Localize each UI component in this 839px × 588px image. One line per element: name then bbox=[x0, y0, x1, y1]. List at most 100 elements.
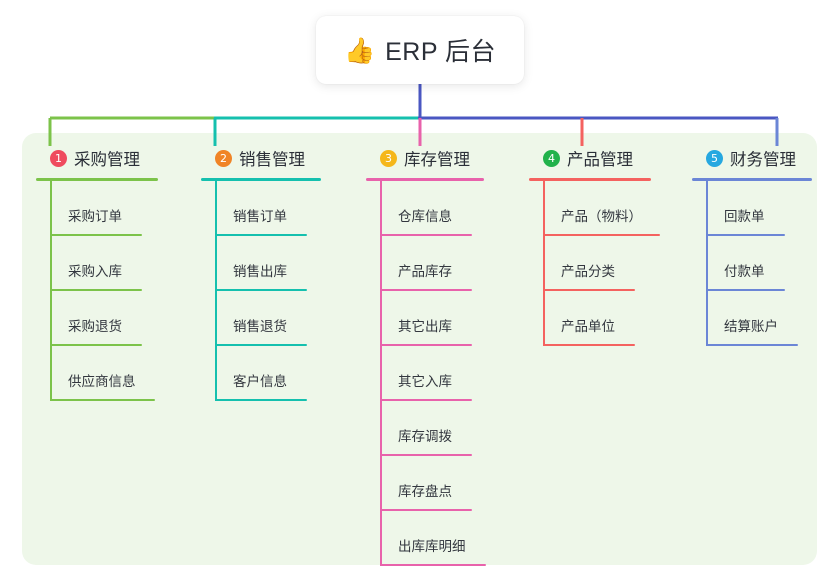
leaf-node-label: 库存调拨 bbox=[398, 429, 452, 444]
leaf-node-rule bbox=[50, 234, 142, 236]
leaf-node[interactable]: 产品分类 bbox=[529, 236, 689, 291]
leaf-node-label: 回款单 bbox=[724, 209, 765, 224]
leaf-node[interactable]: 销售退货 bbox=[201, 291, 351, 346]
branch-title: 库存管理 bbox=[404, 151, 470, 169]
leaf-node-rule bbox=[50, 289, 142, 291]
branch-header-1[interactable]: 1 采购管理 bbox=[36, 146, 186, 170]
leaf-node-rule bbox=[380, 509, 472, 511]
leaf-node-label: 产品分类 bbox=[561, 264, 615, 279]
leaf-node[interactable]: 其它入库 bbox=[366, 346, 526, 401]
leaf-node-rule bbox=[380, 344, 472, 346]
leaf-node[interactable]: 库存盘点 bbox=[366, 456, 526, 511]
leaf-node-rule bbox=[380, 289, 472, 291]
leaf-node-label: 其它入库 bbox=[398, 374, 452, 389]
leaf-node-rule bbox=[380, 399, 472, 401]
leaf-node[interactable]: 采购退货 bbox=[36, 291, 186, 346]
branch-leaf-list: 仓库信息产品库存其它出库其它入库库存调拨库存盘点出库库明细 bbox=[366, 181, 526, 566]
branch-leaf-list: 产品（物料） 产品分类产品单位 bbox=[529, 181, 689, 346]
leaf-node-label: 产品库存 bbox=[398, 264, 452, 279]
leaf-node-rule bbox=[215, 344, 307, 346]
leaf-node-label: 采购退货 bbox=[68, 319, 122, 334]
leaf-node[interactable]: 采购入库 bbox=[36, 236, 186, 291]
leaf-node-rule bbox=[215, 234, 307, 236]
branch-header-rule bbox=[692, 178, 812, 181]
leaf-node-rule bbox=[706, 234, 785, 236]
leaf-node[interactable]: 库存调拨 bbox=[366, 401, 526, 456]
branch-title: 销售管理 bbox=[239, 151, 305, 169]
leaf-node[interactable]: 产品库存 bbox=[366, 236, 526, 291]
branch-header-rule bbox=[36, 178, 158, 181]
branch-column-3: 3 库存管理仓库信息产品库存其它出库其它入库库存调拨库存盘点出库库明细 bbox=[366, 146, 526, 566]
branch-header-3[interactable]: 3 库存管理 bbox=[366, 146, 526, 170]
leaf-node[interactable]: 产品单位 bbox=[529, 291, 689, 346]
leaf-node-label: 销售出库 bbox=[233, 264, 287, 279]
root-node-title: ERP 后台 bbox=[385, 38, 497, 66]
leaf-node-rule bbox=[215, 399, 307, 401]
leaf-node-label: 库存盘点 bbox=[398, 484, 452, 499]
leaf-node-label: 结算账户 bbox=[724, 319, 778, 334]
branch-leaf-list: 销售订单销售出库销售退货客户信息 bbox=[201, 181, 351, 401]
branch-header-2[interactable]: 2 销售管理 bbox=[201, 146, 351, 170]
thumbs-up-icon: 👍 bbox=[343, 36, 376, 65]
branch-header-5[interactable]: 5 财务管理 bbox=[692, 146, 839, 170]
branch-number-badge: 4 bbox=[543, 149, 560, 167]
branch-column-5: 5 财务管理回款单付款单结算账户 bbox=[692, 146, 839, 346]
branch-title: 财务管理 bbox=[730, 151, 796, 169]
leaf-node-rule bbox=[706, 289, 785, 291]
leaf-node-rule bbox=[543, 289, 635, 291]
leaf-node[interactable]: 产品（物料） bbox=[529, 181, 689, 236]
leaf-node-rule bbox=[380, 454, 472, 456]
branch-header-rule bbox=[366, 178, 484, 181]
branch-trunk-line bbox=[215, 181, 217, 401]
branch-leaf-list: 回款单付款单结算账户 bbox=[692, 181, 839, 346]
leaf-node[interactable]: 仓库信息 bbox=[366, 181, 526, 236]
leaf-node-label: 付款单 bbox=[724, 264, 765, 279]
branch-trunk-line bbox=[380, 181, 382, 566]
leaf-node-label: 采购入库 bbox=[68, 264, 122, 279]
branch-number-badge: 2 bbox=[215, 149, 232, 167]
branch-title: 产品管理 bbox=[567, 151, 633, 169]
leaf-node-rule bbox=[380, 564, 486, 566]
leaf-node[interactable]: 回款单 bbox=[692, 181, 839, 236]
leaf-node-label: 销售退货 bbox=[233, 319, 287, 334]
leaf-node[interactable]: 客户信息 bbox=[201, 346, 351, 401]
branch-trunk-line bbox=[543, 181, 545, 346]
branch-column-4: 4 产品管理产品（物料） 产品分类产品单位 bbox=[529, 146, 689, 346]
branch-header-rule bbox=[529, 178, 651, 181]
branch-leaf-list: 采购订单采购入库采购退货供应商信息 bbox=[36, 181, 186, 401]
leaf-node-rule bbox=[706, 344, 798, 346]
leaf-node-label: 客户信息 bbox=[233, 374, 287, 389]
branches-panel bbox=[22, 133, 817, 565]
branch-column-1: 1 采购管理采购订单采购入库采购退货供应商信息 bbox=[36, 146, 186, 401]
leaf-node[interactable]: 出库库明细 bbox=[366, 511, 526, 566]
leaf-node[interactable]: 销售出库 bbox=[201, 236, 351, 291]
branch-trunk-line bbox=[706, 181, 708, 346]
leaf-node[interactable]: 供应商信息 bbox=[36, 346, 186, 401]
branch-header-4[interactable]: 4 产品管理 bbox=[529, 146, 689, 170]
leaf-node-rule bbox=[543, 344, 635, 346]
branch-column-2: 2 销售管理销售订单销售出库销售退货客户信息 bbox=[201, 146, 351, 401]
leaf-node-label: 供应商信息 bbox=[68, 374, 136, 389]
leaf-node-rule bbox=[50, 344, 142, 346]
leaf-node[interactable]: 销售订单 bbox=[201, 181, 351, 236]
leaf-node-label: 采购订单 bbox=[68, 209, 122, 224]
leaf-node-label: 产品（物料） bbox=[561, 209, 642, 224]
leaf-node[interactable]: 付款单 bbox=[692, 236, 839, 291]
branch-number-badge: 1 bbox=[50, 149, 67, 167]
leaf-node-rule bbox=[543, 234, 660, 236]
leaf-node-rule bbox=[215, 289, 307, 291]
branch-number-badge: 3 bbox=[380, 149, 397, 167]
leaf-node-rule bbox=[380, 234, 472, 236]
leaf-node-label: 仓库信息 bbox=[398, 209, 452, 224]
branch-title: 采购管理 bbox=[74, 151, 140, 169]
leaf-node[interactable]: 采购订单 bbox=[36, 181, 186, 236]
leaf-node-label: 其它出库 bbox=[398, 319, 452, 334]
leaf-node-label: 产品单位 bbox=[561, 319, 615, 334]
leaf-node[interactable]: 其它出库 bbox=[366, 291, 526, 346]
branch-header-rule bbox=[201, 178, 321, 181]
leaf-node[interactable]: 结算账户 bbox=[692, 291, 839, 346]
root-node-card[interactable]: 👍 ERP 后台 bbox=[316, 16, 524, 84]
leaf-node-label: 销售订单 bbox=[233, 209, 287, 224]
branch-number-badge: 5 bbox=[706, 149, 723, 167]
